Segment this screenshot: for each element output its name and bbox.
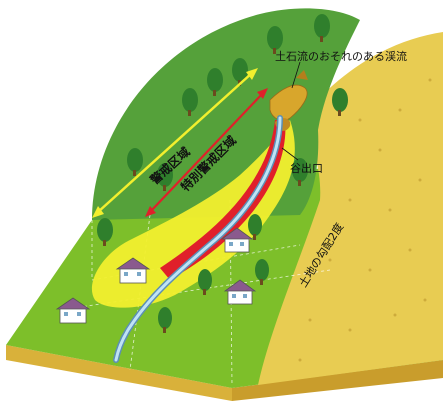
special-warning-zone-arrow [145,88,268,217]
house-icon [55,297,91,324]
tree-icon [198,269,212,295]
tree-icon [314,14,330,42]
warning-zone-area [91,120,295,308]
tree-icon [97,218,113,246]
tree-icon [248,214,262,240]
cause-area-leader [291,61,301,89]
tree-icon [158,307,172,333]
tree-icon [182,88,198,116]
tree-icon [332,88,348,116]
cliff-texture [298,78,432,362]
tree-icon [267,26,283,54]
house-icon [115,257,151,284]
house-icon [223,279,257,305]
house-icon [220,227,254,253]
houses [55,227,257,324]
valley-mouth-label: 谷出口 [290,161,323,175]
tree-icon [255,259,269,285]
tree-icon [207,68,223,96]
cause-area-label: 土石流のおそれのある渓流 [275,49,407,63]
tree-icon [127,148,143,176]
valley-mouth-leader [281,147,299,161]
soil-right-edge [232,360,443,401]
warning-zone-arrow [92,68,258,218]
stream-highlight [114,116,282,362]
special-warning-zone-area [160,120,286,280]
soil-layer [6,345,443,401]
tree-icon [292,158,308,186]
soil-front-edge [6,345,232,401]
tree-icon [157,163,173,191]
